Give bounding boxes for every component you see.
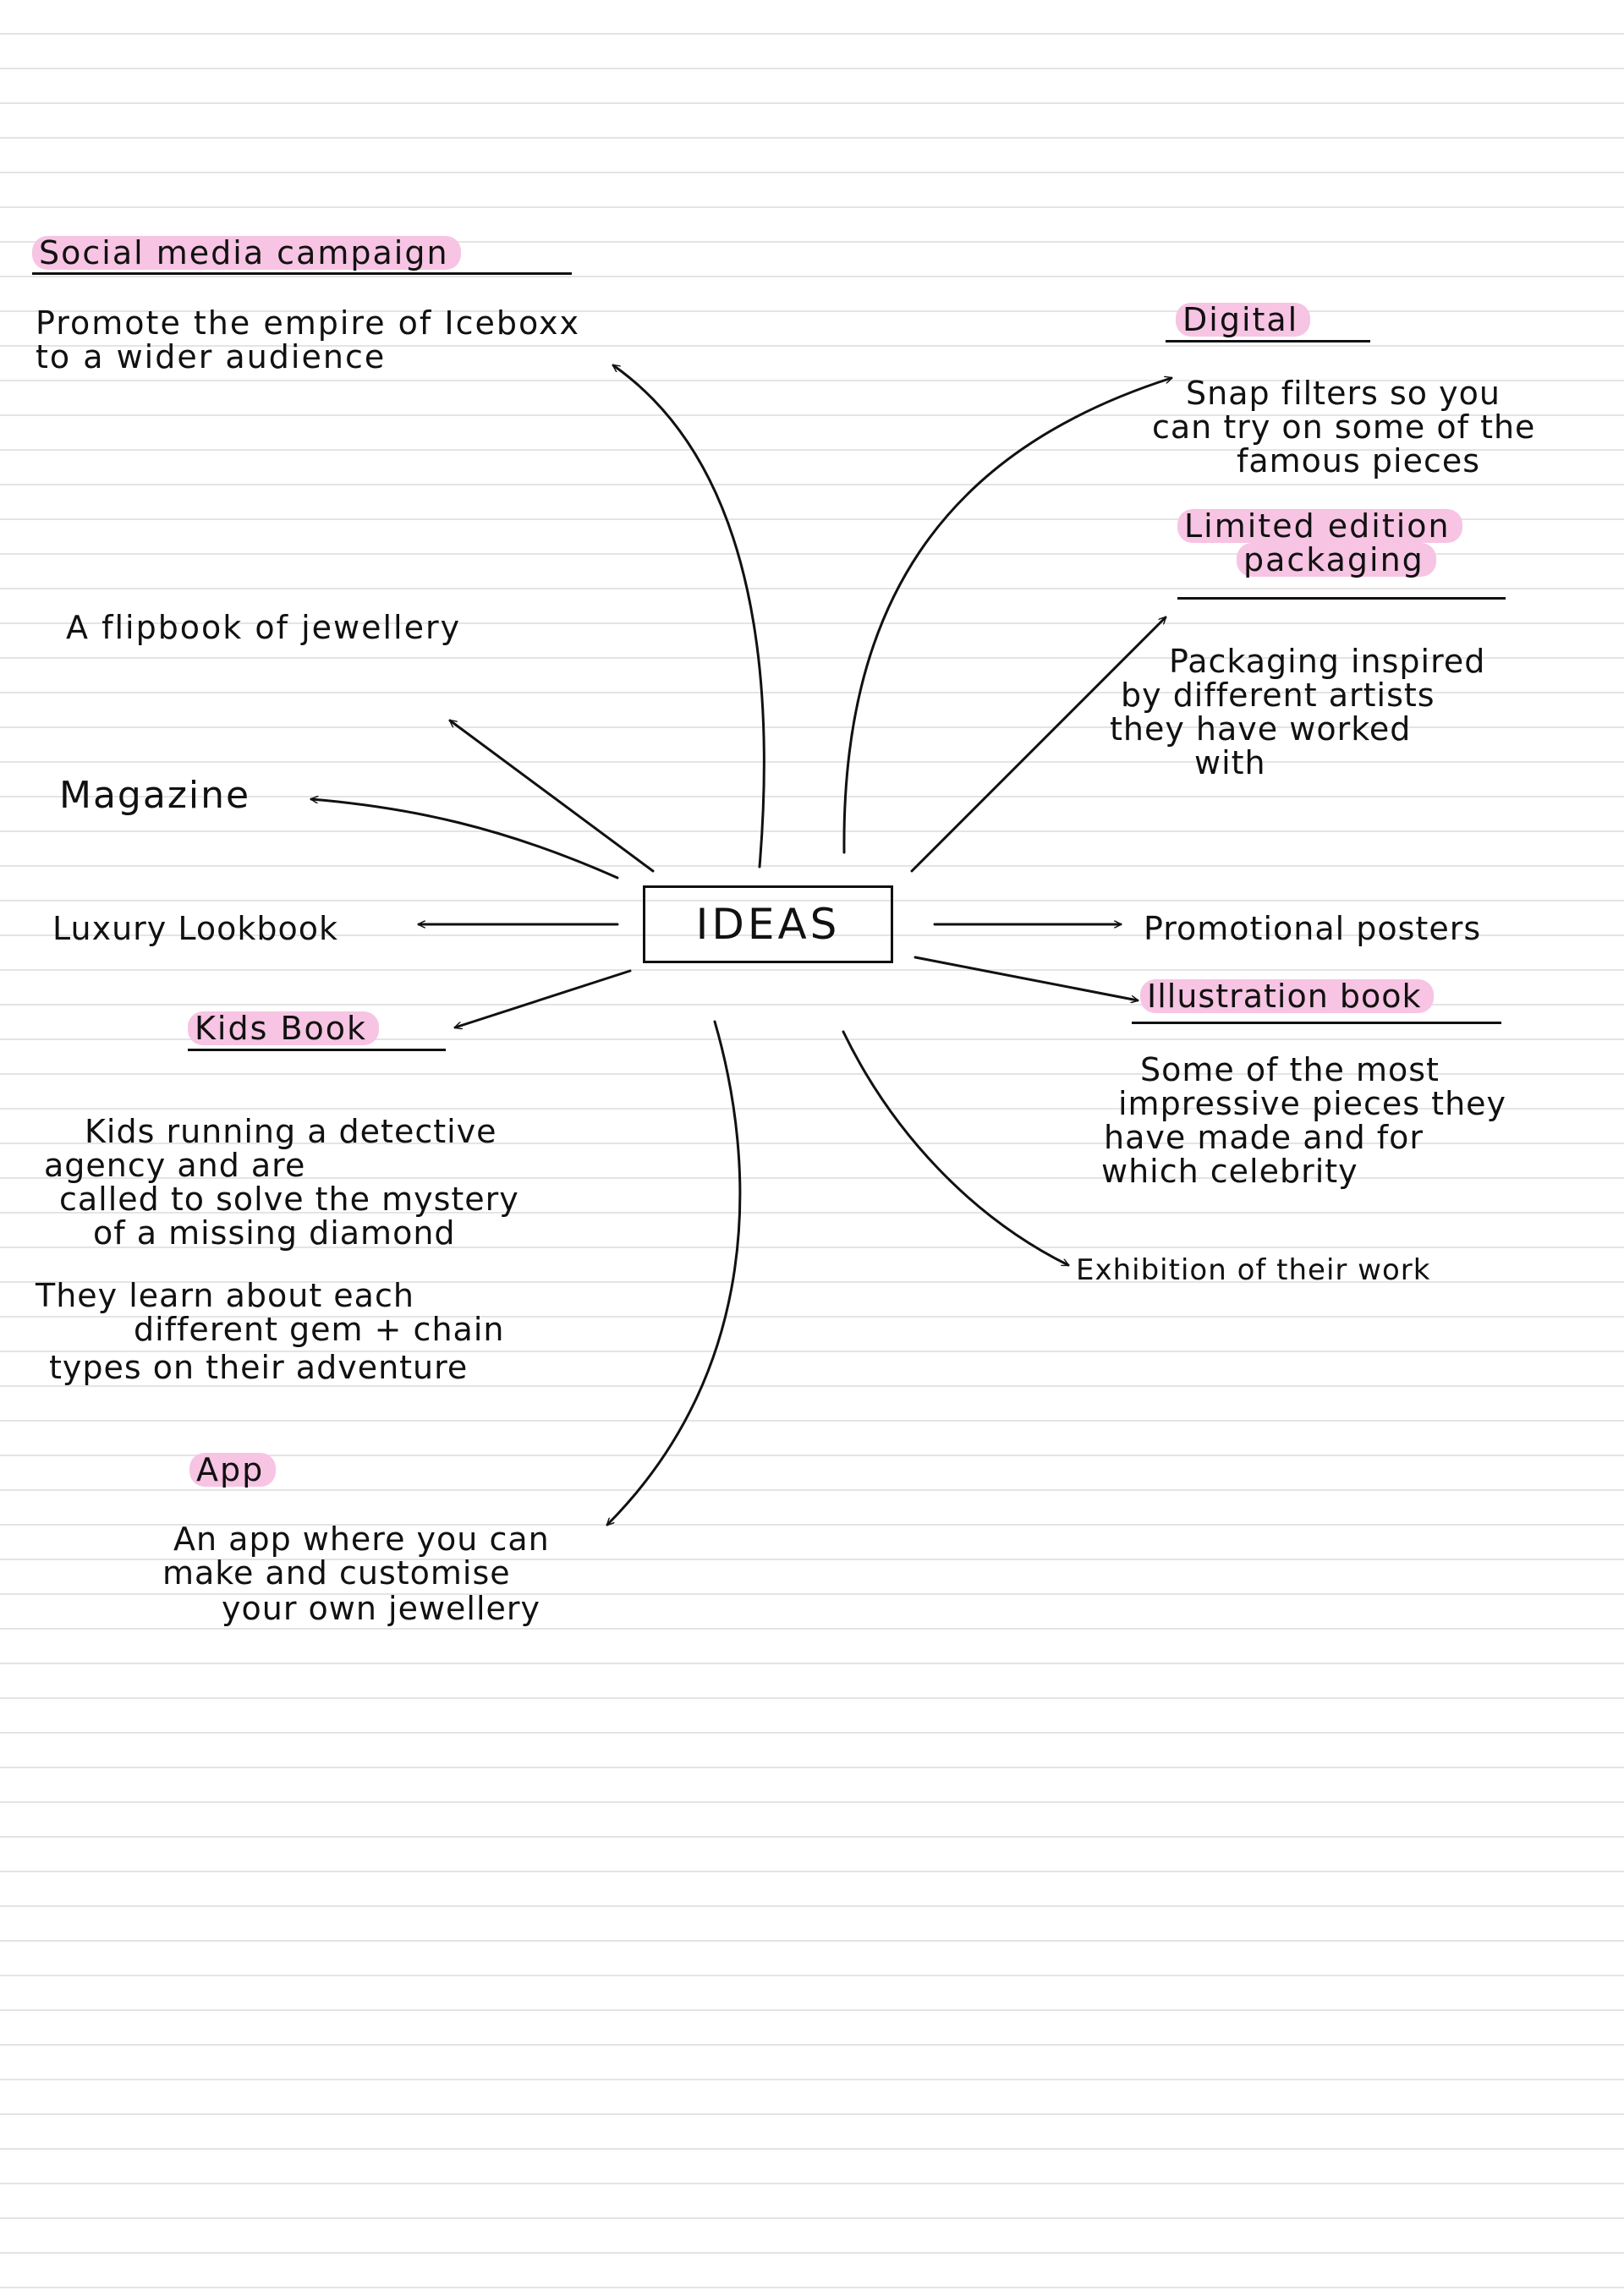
digital-heading-underline <box>1166 340 1370 342</box>
kids-line-1: Kids running a detective <box>85 1113 497 1150</box>
app-heading: App <box>189 1453 277 1487</box>
illustration-line-2: impressive pieces they <box>1118 1085 1507 1122</box>
app-line-1: An app where you can <box>173 1521 550 1558</box>
kids-line-2: agency and are <box>44 1147 306 1184</box>
kids-line-6: different gem + chain <box>134 1311 505 1348</box>
illustration-line-3: have made and for <box>1104 1119 1424 1156</box>
arrow-to-app <box>607 1020 742 1525</box>
illustration-line-4: which celebrity <box>1101 1153 1358 1190</box>
kids-line-7: types on their adventure <box>49 1349 469 1386</box>
magazine-label: Magazine <box>59 774 251 817</box>
illustration-heading: Illustration book <box>1140 979 1434 1013</box>
packaging-heading-1: Limited edition <box>1177 509 1462 543</box>
kids-line-3: called to solve the mystery <box>59 1181 519 1218</box>
illustration-heading-underline <box>1132 1022 1501 1024</box>
social-heading: Social media campaign <box>32 236 461 270</box>
kids-line-5: They learn about each <box>36 1277 414 1314</box>
social-line-1: Promote the empire of Iceboxx <box>36 304 581 342</box>
arrow-to-illustration <box>914 956 1138 1000</box>
exhibition-label: Exhibition of their work <box>1076 1253 1431 1287</box>
arrow-to-magazine <box>310 799 619 879</box>
arrow-to-kids-book <box>455 969 632 1027</box>
social-heading-underline <box>32 272 572 275</box>
center-label: IDEAS <box>695 900 841 949</box>
posters-label: Promotional posters <box>1144 910 1482 947</box>
packaging-line-2: by different artists <box>1121 677 1435 714</box>
digital-line-2: can try on some of the <box>1152 408 1536 446</box>
packaging-heading-underline <box>1177 597 1506 600</box>
packaging-line-3: they have worked <box>1110 710 1412 748</box>
kids-line-4: of a missing diamond <box>93 1214 456 1252</box>
packaging-line-4: with <box>1194 744 1266 781</box>
packaging-heading-2: packaging <box>1237 543 1436 577</box>
digital-heading: Digital <box>1176 303 1311 337</box>
digital-line-3: famous pieces <box>1237 442 1481 479</box>
packaging-line-1: Packaging inspired <box>1169 643 1486 680</box>
kids-heading: Kids Book <box>188 1011 380 1045</box>
lookbook-label: Luxury Lookbook <box>52 910 338 947</box>
arrow-to-social-media <box>613 364 765 869</box>
kids-heading-underline <box>188 1049 446 1051</box>
digital-line-1: Snap filters so you <box>1186 375 1501 412</box>
app-line-2: make and customise <box>162 1554 511 1592</box>
arrow-to-digital <box>842 378 1171 854</box>
arrow-to-flipbook <box>450 719 655 873</box>
flipbook-label: A flipbook of jewellery <box>66 609 462 646</box>
arrow-to-packaging <box>910 617 1166 873</box>
app-line-3: your own jewellery <box>222 1590 541 1627</box>
illustration-line-1: Some of the most <box>1140 1051 1440 1088</box>
center-node: IDEAS <box>643 885 893 963</box>
social-line-2: to a wider audience <box>36 338 387 375</box>
arrow-to-exhibition <box>842 1030 1068 1267</box>
